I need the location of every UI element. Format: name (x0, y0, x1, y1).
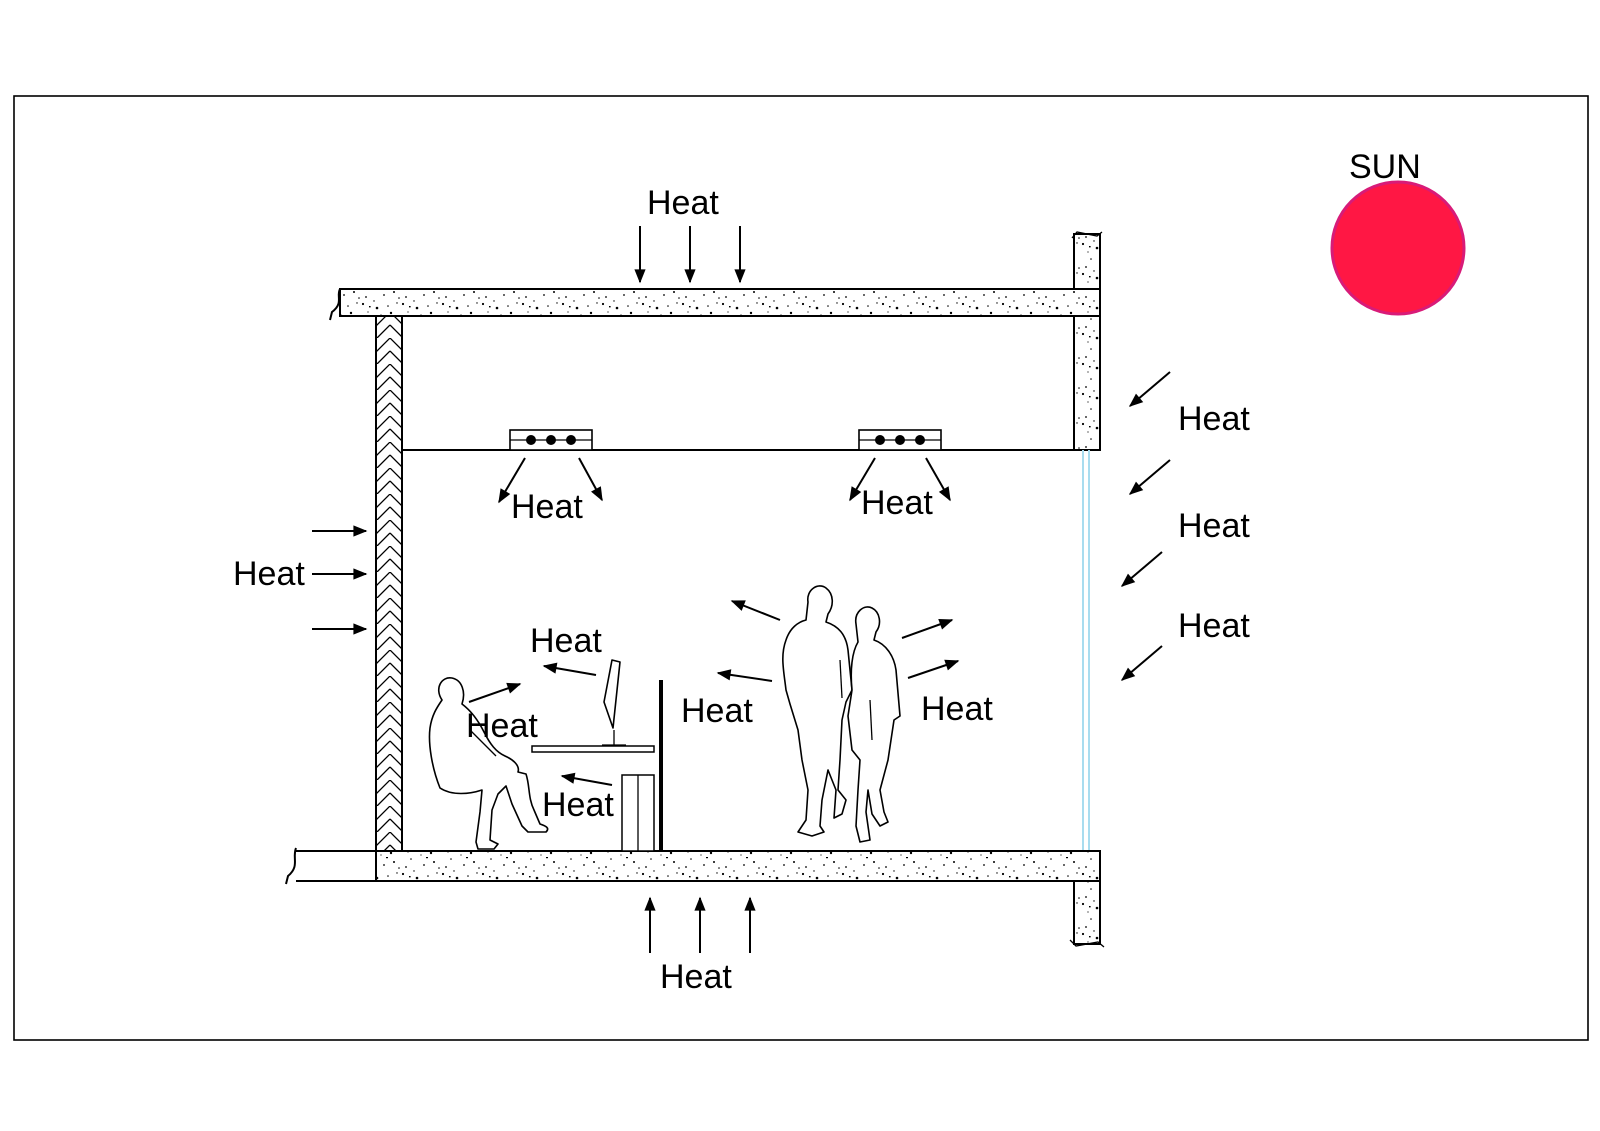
walking-man-heat-label: Heat (681, 692, 753, 730)
walking-woman-heat-label: Heat (921, 690, 993, 728)
solar-heat-arrows (1120, 371, 1171, 681)
window-heat-label-1: Heat (1178, 400, 1250, 438)
internal-heat-arrows (468, 600, 960, 786)
brick-wall (375, 315, 403, 852)
desk (531, 680, 663, 851)
sun-disc (1330, 180, 1466, 316)
window-glazing (1082, 450, 1090, 851)
light-right-heat-label: Heat (861, 484, 933, 522)
light-left-heat-label: Heat (511, 488, 583, 526)
seated-person-heat-label: Heat (466, 707, 538, 745)
computer-monitor (602, 659, 626, 746)
walking-man (782, 585, 853, 837)
sun: SUN (1330, 148, 1466, 316)
walking-woman (847, 606, 901, 843)
roof-heat-label: Heat (647, 184, 719, 222)
computer-heat-label: Heat (530, 622, 602, 660)
wall-heat-label: Heat (233, 555, 305, 593)
drawing-border (13, 95, 1589, 1041)
window-heat-label-3: Heat (1178, 607, 1250, 645)
floor-heat-label: Heat (660, 958, 732, 996)
light-heat-arrows (498, 457, 951, 504)
light-fixture-left (509, 429, 593, 451)
cpu-tower (621, 774, 655, 852)
window-heat-label-2: Heat (1178, 507, 1250, 545)
wall-heat-arrows (312, 525, 368, 635)
parapet (1073, 233, 1101, 290)
floor-slab (285, 847, 1101, 885)
downstand-beam (1073, 880, 1101, 945)
roof-slab (329, 288, 1101, 321)
lintel-beam (1073, 315, 1101, 451)
partition (659, 680, 663, 851)
seated-person (428, 677, 549, 850)
roof-heat-arrows (634, 226, 746, 284)
cpu-heat-label: Heat (542, 786, 614, 824)
sun-label: SUN (1349, 148, 1421, 186)
light-fixture-right (858, 429, 942, 451)
floor-heat-arrows (644, 896, 756, 953)
